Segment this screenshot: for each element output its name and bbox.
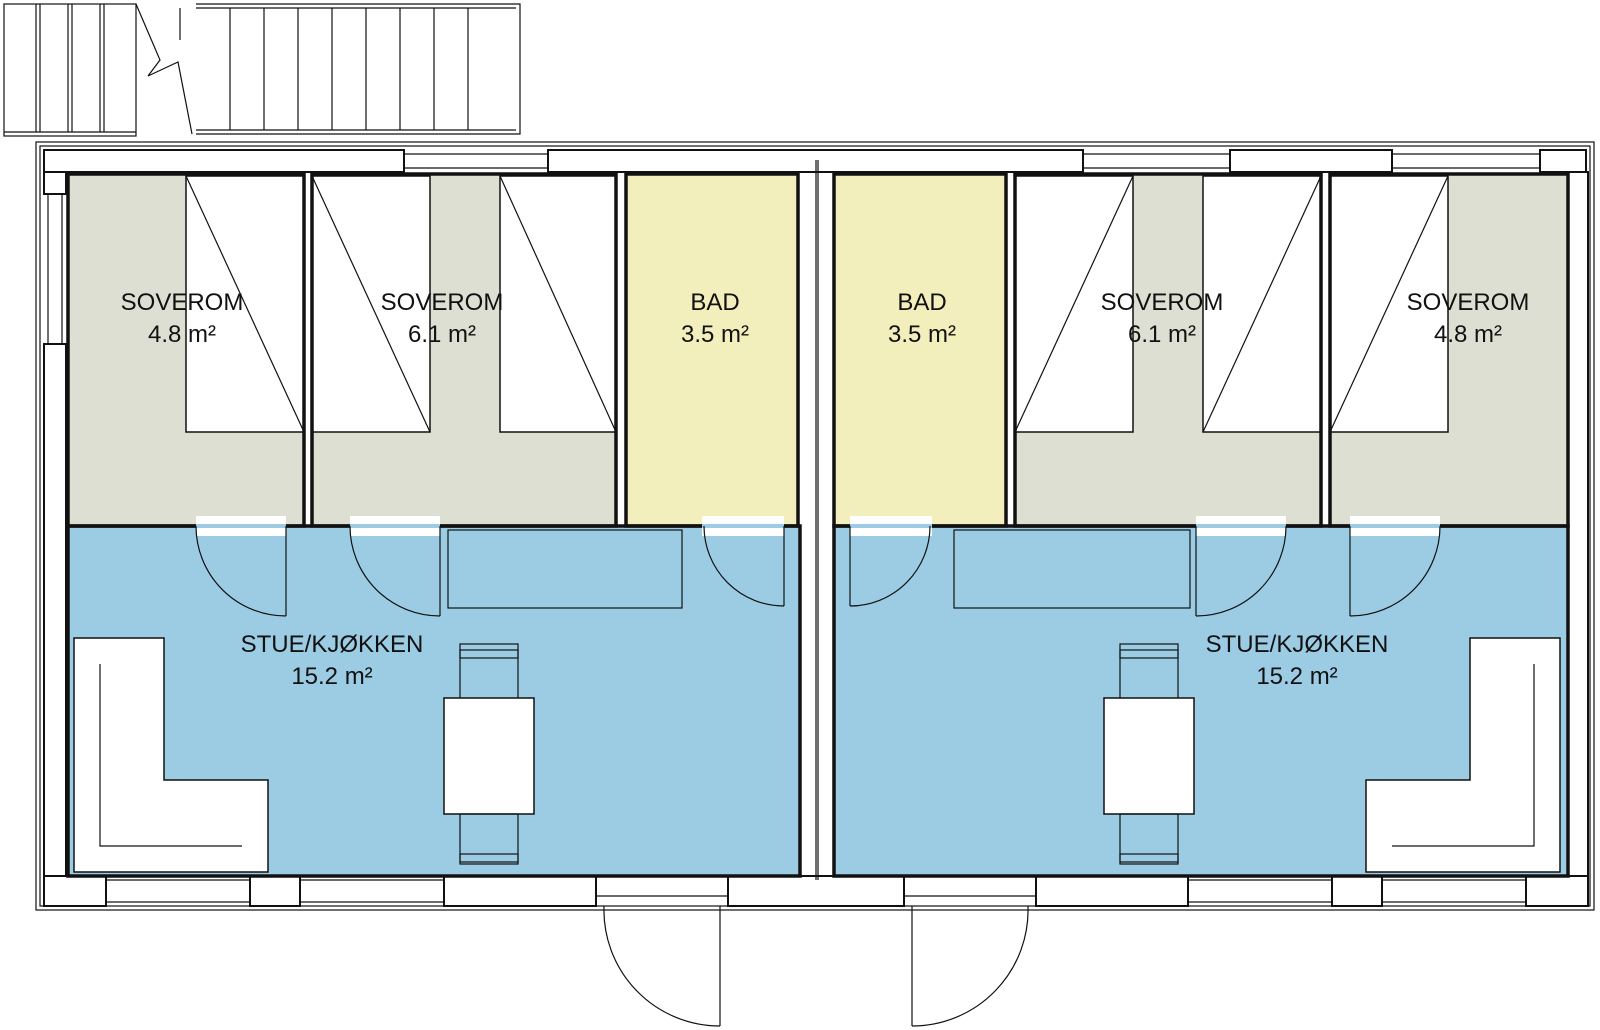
room-area-3: 3.5 m²: [681, 321, 749, 348]
wardrobes: [185, 175, 1449, 433]
bath-1-fill: [626, 174, 798, 526]
kitchen-counters: [447, 529, 1191, 609]
dining-set-left: [443, 643, 535, 865]
room-name-6: SOVEROM: [1407, 289, 1530, 316]
room-name-1: SOVEROM: [121, 289, 244, 316]
interior-walls: [66, 160, 1570, 880]
room-area-6: 4.8 m²: [1434, 321, 1502, 348]
room-name-3: BAD: [690, 289, 739, 316]
room-labels: SOVEROM 4.8 m² SOVEROM 6.1 m² BAD 3.5 m²…: [121, 289, 1530, 690]
room-area-5: 6.1 m²: [1128, 321, 1196, 348]
sofa-right: [1365, 637, 1561, 873]
room-area-4: 3.5 m²: [888, 321, 956, 348]
outer-walls: [35, 141, 1595, 911]
room-area-2: 6.1 m²: [408, 321, 476, 348]
room-name-2: SOVEROM: [381, 289, 504, 316]
terrace: [3, 3, 521, 137]
sofa-left: [73, 637, 269, 873]
bath-2-fill: [834, 174, 1006, 526]
doors: [195, 525, 1441, 1027]
room-area-8: 15.2 m²: [1256, 663, 1337, 690]
room-name-5: SOVEROM: [1101, 289, 1224, 316]
room-name-4: BAD: [897, 289, 946, 316]
room-name-8: STUE/KJØKKEN: [1206, 631, 1389, 658]
room-area-1: 4.8 m²: [148, 321, 216, 348]
dining-set-right: [1103, 643, 1195, 865]
room-name-7: STUE/KJØKKEN: [241, 631, 424, 658]
room-area-7: 15.2 m²: [291, 663, 372, 690]
